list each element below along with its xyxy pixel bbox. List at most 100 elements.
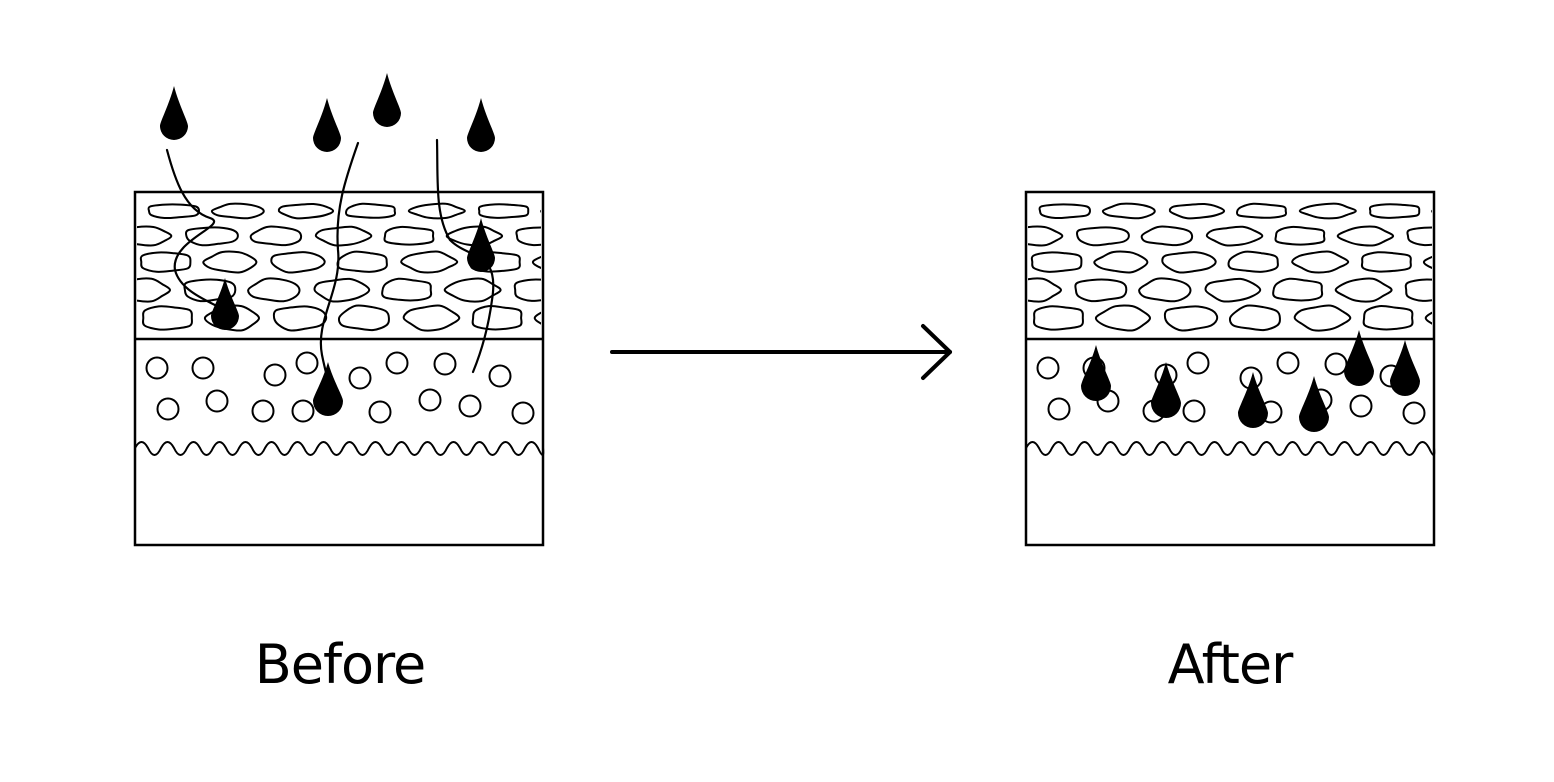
bubble bbox=[458, 394, 482, 418]
bubble bbox=[191, 356, 215, 380]
skin-cell bbox=[402, 304, 461, 332]
droplet-icon bbox=[160, 86, 188, 140]
skin-cell bbox=[71, 251, 127, 272]
skin-cell bbox=[141, 305, 193, 331]
bubble bbox=[1182, 399, 1206, 423]
skin-cell bbox=[210, 202, 265, 220]
skin-cell bbox=[337, 304, 390, 332]
skin-cell bbox=[1235, 202, 1288, 219]
skin-cell bbox=[515, 226, 541, 247]
droplet-icon bbox=[1151, 362, 1181, 418]
skin-cell bbox=[1028, 277, 1063, 303]
cell-layer bbox=[53, 202, 655, 332]
skin-cell bbox=[1093, 250, 1149, 274]
skin-cell bbox=[1298, 202, 1357, 220]
skin-cell bbox=[184, 226, 239, 247]
skin-cell bbox=[513, 278, 541, 302]
skin-cell bbox=[1404, 278, 1432, 302]
skin-cell bbox=[1138, 277, 1192, 303]
skin-cell bbox=[1030, 251, 1083, 273]
bubble bbox=[1036, 356, 1060, 380]
skin-cell bbox=[1101, 202, 1156, 220]
skin-cell bbox=[443, 277, 502, 303]
bubble bbox=[263, 363, 287, 387]
skin-cell bbox=[247, 277, 301, 303]
skin-cell bbox=[400, 250, 459, 274]
skin-cell bbox=[249, 225, 303, 247]
skin-cell bbox=[53, 279, 102, 301]
skin-cell bbox=[944, 279, 993, 301]
skin-cell bbox=[1368, 203, 1421, 219]
skin-cell bbox=[381, 277, 433, 302]
skin-cell bbox=[1140, 225, 1194, 247]
skin-cell bbox=[1495, 307, 1546, 331]
skin-cell bbox=[1163, 305, 1219, 332]
bubble bbox=[145, 356, 169, 380]
skin-cell bbox=[577, 278, 630, 301]
bubble bbox=[1276, 351, 1300, 375]
skin-cell bbox=[272, 305, 328, 332]
skin-cell bbox=[73, 305, 129, 330]
penetration-strand bbox=[165, 148, 227, 312]
skin-cell bbox=[946, 227, 995, 245]
bubble bbox=[251, 399, 275, 423]
skin-cell bbox=[1334, 277, 1393, 303]
skin-cell bbox=[970, 204, 1026, 219]
droplet-icon bbox=[1081, 345, 1111, 401]
bubble bbox=[1047, 397, 1071, 421]
droplet-icon bbox=[313, 98, 341, 152]
skin-cell bbox=[533, 311, 541, 325]
skin-cell bbox=[407, 202, 466, 220]
skin-cell bbox=[1161, 251, 1217, 274]
skin-cell bbox=[604, 307, 655, 331]
droplet-icon bbox=[1299, 376, 1329, 432]
skin-cell bbox=[336, 250, 388, 273]
after-label: After bbox=[1167, 633, 1294, 696]
droplet-icon bbox=[1344, 330, 1374, 386]
skin-cell bbox=[137, 225, 173, 247]
arrow-right-icon bbox=[610, 324, 952, 380]
bubble bbox=[368, 400, 392, 424]
panel-frame bbox=[1024, 190, 1436, 547]
bubble bbox=[385, 351, 409, 375]
bubble-layer bbox=[145, 351, 535, 425]
skin-cell bbox=[277, 202, 335, 220]
bubble bbox=[1324, 352, 1348, 376]
after-panel bbox=[944, 190, 1546, 547]
skin-cell bbox=[270, 251, 326, 274]
skin-cell bbox=[471, 304, 523, 331]
skin-cell bbox=[1168, 202, 1226, 220]
cell-layer bbox=[944, 202, 1546, 332]
bubble bbox=[488, 364, 512, 388]
droplet-icon bbox=[467, 218, 495, 272]
skin-cell bbox=[1227, 250, 1279, 273]
panel-frame bbox=[133, 190, 545, 547]
droplet-icon bbox=[373, 73, 401, 127]
skin-cell bbox=[1336, 225, 1395, 247]
skin-cell bbox=[314, 225, 373, 247]
skin-cell bbox=[79, 204, 135, 219]
skin-cell bbox=[1424, 311, 1432, 325]
skin-cell bbox=[55, 227, 104, 245]
bubble bbox=[205, 389, 229, 413]
bubble bbox=[156, 397, 180, 421]
bubble bbox=[1402, 401, 1426, 425]
after-droplets bbox=[1081, 330, 1420, 432]
skin-cell bbox=[383, 225, 435, 246]
droplet-icon bbox=[1390, 340, 1420, 396]
skin-cell bbox=[1272, 277, 1324, 302]
skin-cell bbox=[1228, 304, 1281, 332]
skin-cell bbox=[964, 305, 1020, 330]
skin-cell bbox=[531, 255, 541, 269]
skin-cell bbox=[1274, 225, 1326, 246]
skin-cell bbox=[1075, 226, 1130, 247]
droplet-icon bbox=[467, 98, 495, 152]
wavy-boundary bbox=[134, 441, 545, 456]
bubble bbox=[1186, 351, 1210, 375]
bubble bbox=[291, 399, 315, 423]
skin-cell bbox=[1038, 203, 1092, 220]
before-label: Before bbox=[254, 633, 427, 696]
bubble bbox=[1349, 394, 1373, 418]
skin-cell bbox=[540, 209, 541, 213]
